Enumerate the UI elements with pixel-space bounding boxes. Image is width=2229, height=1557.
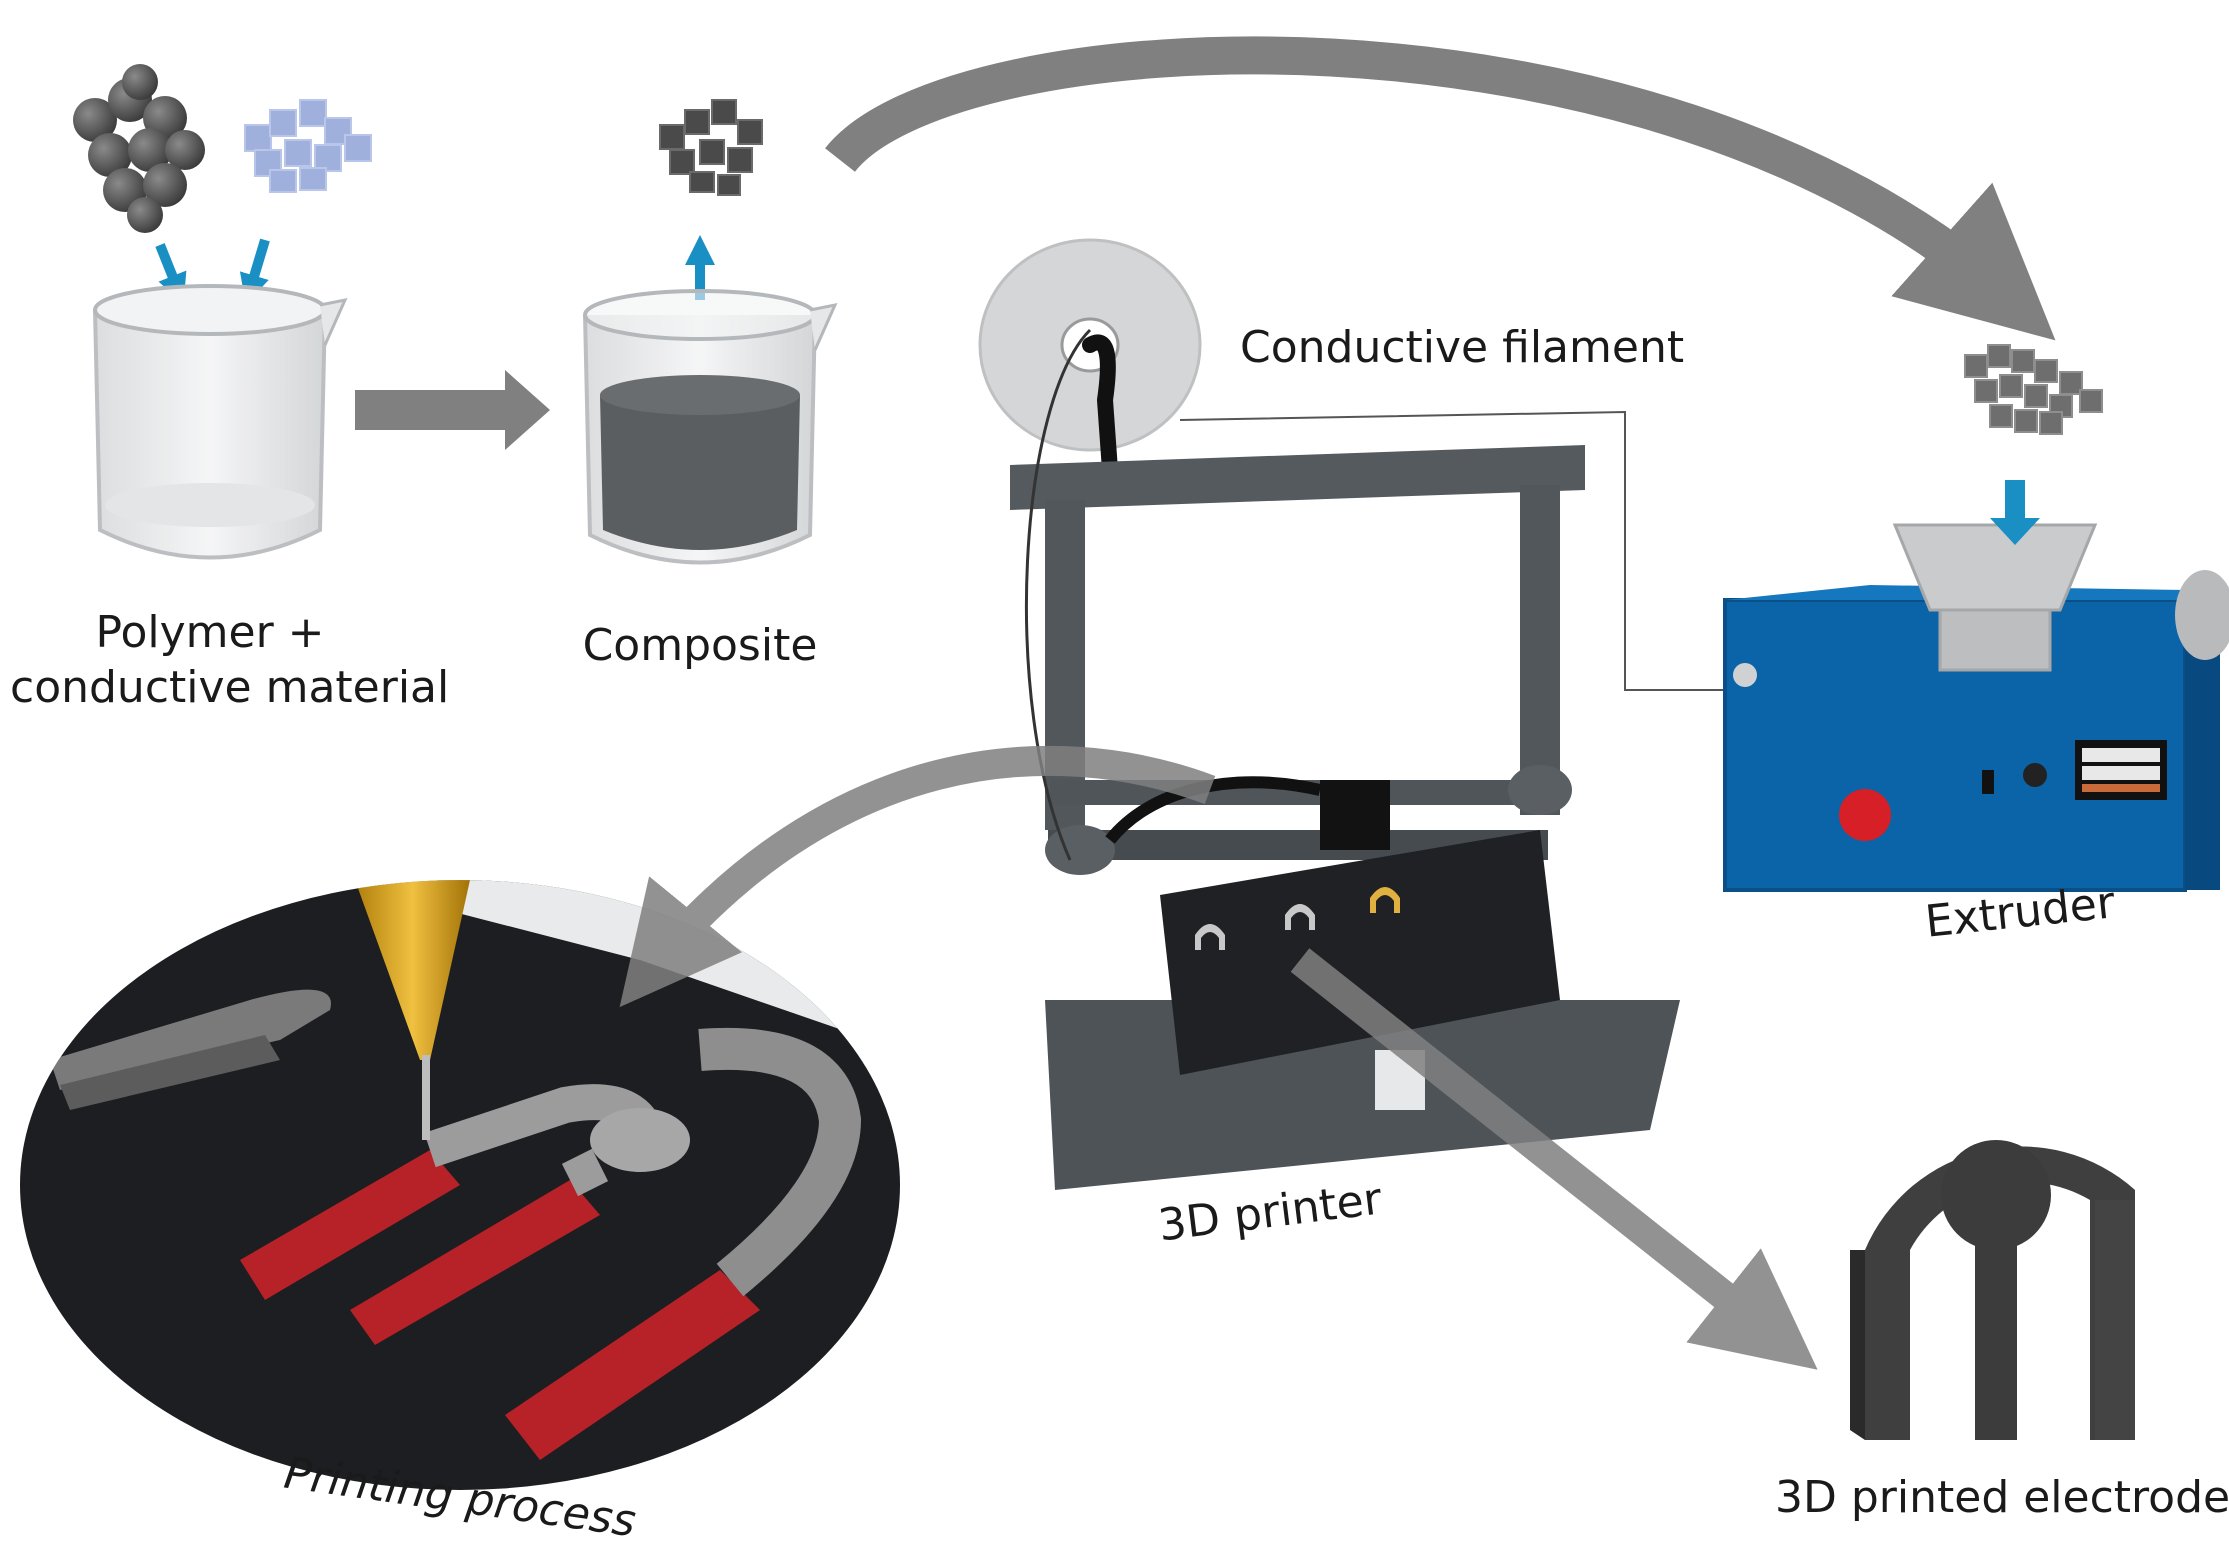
polymer-label-line1: Polymer +	[95, 607, 325, 658]
electrode-label: 3D printed electrode	[1775, 1472, 2229, 1523]
beaker-composite	[583, 289, 838, 565]
transfer-arrow	[355, 370, 550, 450]
filament-leader-line	[1179, 410, 1745, 691]
composite-label: Composite	[582, 620, 818, 671]
arrow-to-electrode	[1290, 948, 1818, 1370]
beaker-polymer	[93, 284, 348, 560]
curve-arrow-to-extruder	[825, 36, 2056, 341]
polymer-label-line2: conductive material	[10, 662, 450, 713]
extruder-machine-icon	[1723, 523, 2229, 892]
extruder-feed	[1964, 344, 2103, 545]
conductive-cubes-icon	[244, 99, 372, 193]
printing-process-view	[20, 880, 900, 1490]
composite-cluster-icon	[659, 99, 763, 196]
polymer-spheres-icon	[73, 64, 205, 233]
conductive-filament-label: Conductive filament	[1240, 322, 1685, 373]
polymer-label: Polymer + conductive material	[10, 605, 450, 715]
electrode-icon	[1850, 1140, 2135, 1440]
input-arrows	[155, 238, 270, 305]
filament-spool-icon	[978, 238, 1202, 478]
curve-arrow-to-process	[619, 745, 1216, 1008]
